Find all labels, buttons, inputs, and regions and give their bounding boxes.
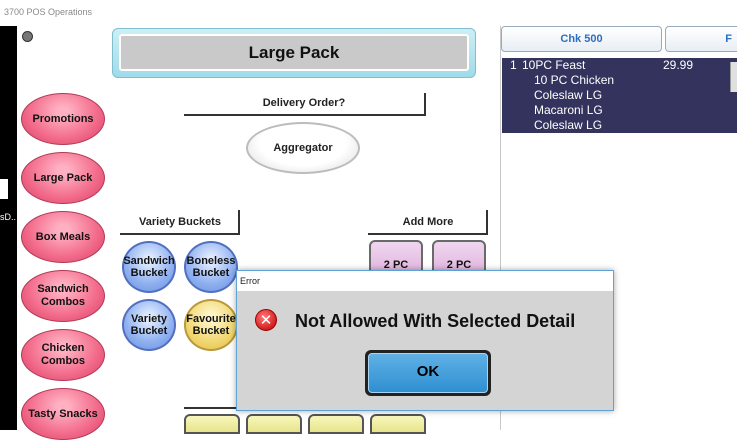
check-row-name: Coleslaw LG	[534, 118, 603, 132]
check-panel-separator	[500, 26, 501, 430]
check-row-price: 29.99	[662, 58, 693, 72]
delivery-divider	[424, 93, 426, 115]
category-sandwich-combos-button[interactable]: Sandwich Combos	[21, 270, 105, 322]
ok-button[interactable]: OK	[365, 350, 491, 396]
bottom-item-button[interactable]	[246, 414, 302, 434]
sandwich-bucket-button[interactable]: Sandwich Bucket	[122, 241, 176, 293]
category-chicken-combos-button[interactable]: Chicken Combos	[21, 329, 105, 381]
check-row-name: 10PC Feast	[522, 58, 586, 72]
tab-secondary[interactable]: F	[665, 26, 737, 52]
add-more-label: Add More	[402, 216, 454, 228]
check-scrollbar[interactable]	[730, 62, 737, 92]
page-header-panel	[119, 34, 469, 71]
pin-icon[interactable]	[22, 31, 33, 42]
check-row-name: Coleslaw LG	[534, 88, 603, 102]
left-gap	[17, 26, 22, 430]
category-large-pack-button[interactable]: Large Pack	[21, 152, 105, 204]
window-title: 3700 POS Operations	[4, 7, 93, 17]
error-dialog-titlebar	[237, 271, 613, 291]
page-title: Large Pack	[248, 43, 340, 62]
favourite-bucket-button[interactable]: Favourite Bucket	[184, 299, 238, 351]
variety-divider	[238, 210, 240, 234]
check-row[interactable]: 1 10PC Feast 29.99	[502, 58, 737, 73]
check-row[interactable]: 10 PC Chicken	[502, 73, 737, 88]
error-x-icon: ✕	[255, 309, 277, 331]
tab-check[interactable]: Chk 500	[501, 26, 662, 52]
add-more-divider	[486, 210, 488, 234]
bottom-item-button[interactable]	[370, 414, 426, 434]
ok-button-label: OK	[368, 353, 488, 393]
category-tasty-snacks-button[interactable]: Tasty Snacks	[21, 388, 105, 440]
check-row-name: Macaroni LG	[534, 103, 603, 117]
window-titlebar: 3700 POS Operations	[0, 0, 737, 26]
check-row[interactable]: Macaroni LG	[502, 103, 737, 118]
error-dialog-title: Error	[240, 276, 260, 286]
page-header: Large Pack	[112, 28, 476, 78]
add-more-underline	[368, 233, 488, 235]
aggregator-button[interactable]: Aggregator	[246, 122, 360, 174]
error-message: Not Allowed With Selected Detail	[295, 311, 576, 331]
boneless-bucket-button[interactable]: Boneless Bucket	[184, 241, 238, 293]
category-promotions-button[interactable]: Promotions	[21, 93, 105, 145]
category-box-meals-button[interactable]: Box Meals	[21, 211, 105, 263]
check-row[interactable]: Coleslaw LG	[502, 118, 737, 133]
check-detail-list[interactable]: 1 10PC Feast 29.99 10 PC Chicken Colesla…	[502, 58, 737, 133]
bottom-item-button[interactable]	[308, 414, 364, 434]
check-row-qty: 1	[510, 58, 517, 72]
check-row-name: 10 PC Chicken	[534, 73, 615, 87]
delivery-underline	[184, 114, 426, 116]
variety-bucket-button[interactable]: Variety Bucket	[122, 299, 176, 351]
variety-underline	[120, 233, 240, 235]
error-dialog: Error ✕ Not Allowed With Selected Detail…	[236, 270, 614, 411]
bottom-item-button[interactable]	[184, 414, 240, 434]
delivery-order-label: Delivery Order?	[262, 97, 346, 109]
left-strip-text: sD..	[0, 212, 17, 222]
variety-buckets-label: Variety Buckets	[139, 216, 221, 228]
check-row[interactable]: Coleslaw LG	[502, 88, 737, 103]
left-dark-strip: sD..	[0, 26, 17, 430]
left-strip-glyph	[0, 179, 8, 199]
